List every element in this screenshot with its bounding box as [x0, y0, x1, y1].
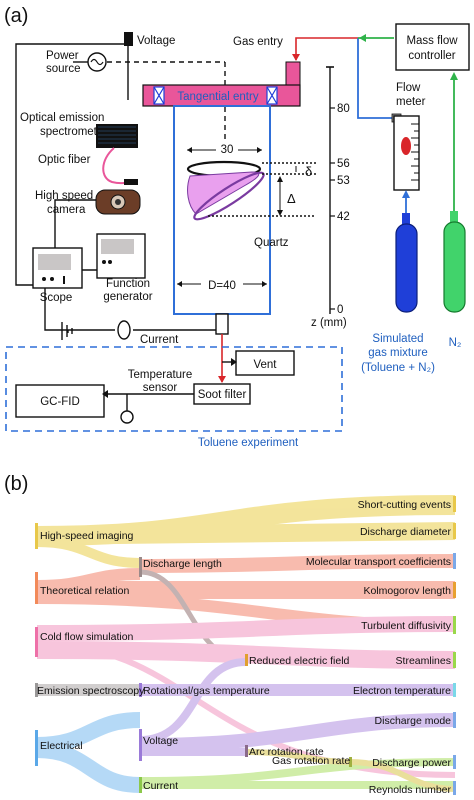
z-tick-80: 80 [337, 103, 350, 115]
node-rotational-gas-temperature: Rotational/gas temperature [143, 685, 270, 697]
label-toluene-n2: (Toluene + N₂) [361, 362, 435, 374]
output-turbulent-diffusivity: Turbulent diffusivity [361, 620, 452, 632]
label-flow: Flow [396, 82, 421, 94]
label-gas-entry: Gas entry [233, 36, 283, 48]
label-d40: D=40 [208, 280, 236, 292]
node-reduced-electric-field: Reduced electric field [249, 655, 350, 667]
label-z-mm: z (mm) [311, 317, 347, 329]
label-sensor: sensor [143, 382, 178, 394]
output-discharge-power: Discharge power [372, 757, 451, 769]
z-tick-53: 53 [337, 175, 350, 187]
ground-icon [61, 322, 73, 340]
sankey-flows [36, 495, 456, 793]
label-gas-mixture: gas mixture [368, 347, 427, 359]
output-short-cutting-events: Short-cutting events [358, 499, 451, 511]
voltage-probe-icon [124, 32, 133, 46]
spectrometer [96, 124, 138, 148]
sankey-nodes [35, 496, 456, 795]
sankey-labels: High-speed imaging Theoretical relation … [37, 499, 452, 796]
toluene-experiment-box [5, 346, 343, 432]
mass-flow-controller [395, 23, 470, 71]
label-quartz: Quartz [254, 237, 289, 249]
output-kolmogorov-length: Kolmogorov length [363, 585, 451, 597]
label-temperature: Temperature [128, 369, 193, 381]
label-source: source [46, 63, 81, 75]
label-delta-big: Δ [287, 191, 296, 206]
method-theoretical-relation: Theoretical relation [40, 585, 129, 597]
flow-meter-float [401, 137, 411, 155]
label-gc-fid: GC-FID [40, 396, 80, 408]
z-tick-56: 56 [337, 158, 350, 170]
green-arrow-left [359, 34, 366, 42]
label-voltage: Voltage [137, 35, 175, 47]
label-n2: N₂ [449, 337, 462, 349]
inlet-pipe [285, 61, 301, 87]
output-molecular-transport: Molecular transport coefficients [306, 556, 451, 568]
label-simulated: Simulated [372, 333, 423, 345]
vent-box [235, 350, 295, 376]
n2-cylinder [443, 221, 466, 313]
output-electron-temperature: Electron temperature [353, 685, 451, 697]
label-delta-small: δ [305, 164, 312, 179]
label-camera: camera [47, 204, 86, 216]
label-mass-flow: Mass flow [406, 35, 458, 47]
gas-entry-line [295, 37, 358, 60]
dotted-levels [208, 162, 316, 217]
z-tick-42: 42 [337, 211, 350, 223]
output-discharge-diameter: Discharge diameter [360, 526, 452, 538]
gas-entry-arrow [292, 54, 300, 61]
node-discharge-length: Discharge length [143, 558, 222, 570]
current-probe-icon [117, 320, 131, 340]
label-vent: Vent [253, 359, 277, 371]
gc-fid [15, 384, 105, 418]
z-tick-0: 0 [337, 304, 343, 316]
label-scope: Scope [40, 292, 73, 304]
output-discharge-mode: Discharge mode [375, 715, 452, 727]
outlet [215, 313, 229, 335]
label-spectrometer: spectrometer [40, 126, 107, 138]
optic-fiber [102, 147, 129, 185]
node-current: Current [143, 780, 178, 792]
label-power: Power [46, 50, 79, 62]
label-toluene-experiment: Toluene experiment [198, 437, 299, 449]
panel-a-label: (a) [4, 5, 28, 27]
label-optical-emission: Optical emission [20, 112, 104, 124]
mix-cylinder [395, 223, 418, 313]
label-generator: generator [103, 291, 152, 303]
label-optic-fiber: Optic fiber [38, 154, 91, 166]
method-high-speed-imaging: High-speed imaging [40, 530, 134, 542]
label-high-speed: High speed [35, 190, 93, 202]
label-soot-filter: Soot filter [198, 389, 247, 401]
output-streamlines: Streamlines [396, 655, 451, 667]
label-dim-30: 30 [221, 144, 234, 156]
output-reynolds-number: Reynolds number [369, 784, 452, 796]
label-function: Function [106, 278, 150, 290]
label-current: Current [140, 334, 179, 346]
mix-cylinder-valve [402, 213, 410, 225]
label-controller: controller [408, 50, 455, 62]
label-meter: meter [396, 96, 426, 108]
method-electrical: Electrical [40, 740, 83, 752]
panel-b-label: (b) [4, 473, 28, 495]
temperature-sensor-icon [120, 410, 134, 424]
method-cold-flow-simulation: Cold flow simulation [40, 631, 134, 643]
node-voltage: Voltage [143, 735, 178, 747]
node-arc-rotation-rate: Arc rotation rate [249, 746, 324, 758]
mixture-line [357, 38, 392, 119]
node-gas-rotation-rate: Gas rotation rate [272, 755, 350, 767]
method-emission-spectroscopy: Emission spectroscopy [37, 685, 145, 697]
label-tangential-entry: Tangential entry [177, 91, 258, 103]
